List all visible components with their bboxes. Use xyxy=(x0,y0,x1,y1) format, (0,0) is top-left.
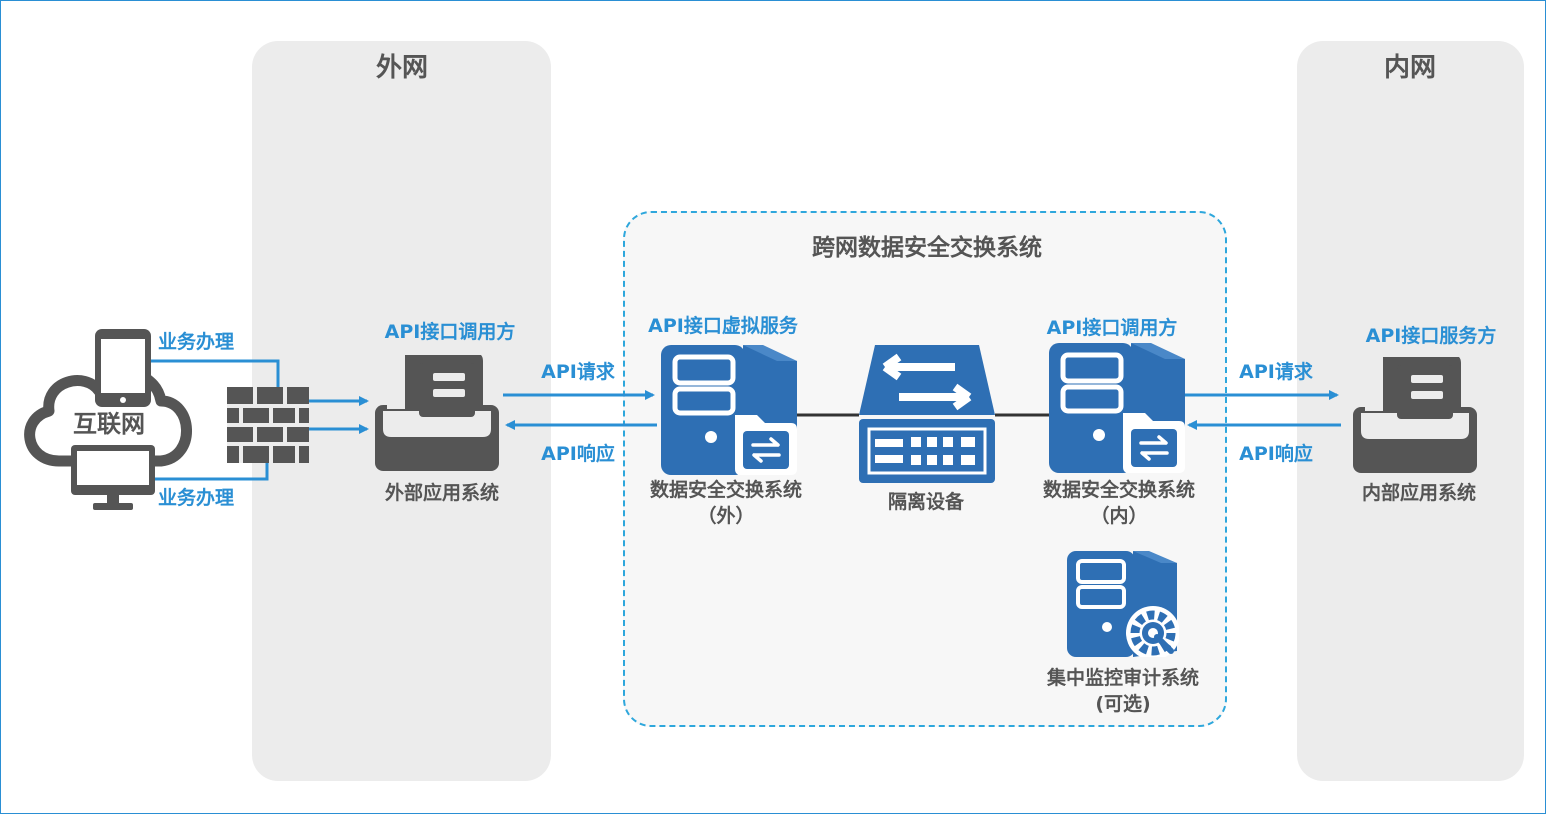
right-request-label: API请求 xyxy=(1239,361,1313,383)
internal-app-role: API接口服务方 xyxy=(1365,325,1497,347)
exchange-inner-role: API接口调用方 xyxy=(1046,317,1178,339)
right-response-label: API响应 xyxy=(1239,443,1313,465)
monitor-server-icon xyxy=(1067,551,1179,657)
exchange-server-inner-icon xyxy=(1049,343,1185,473)
left-response-label: API响应 xyxy=(541,443,615,465)
external-app-role: API接口调用方 xyxy=(384,321,516,343)
monitor-system-name: 集中监控审计系统 xyxy=(1046,667,1200,689)
exchange-inner-location: （内） xyxy=(1090,505,1148,527)
business-label-bottom: 业务办理 xyxy=(158,487,235,509)
outer-network-title: 外网 xyxy=(375,53,429,83)
exchange-system-title: 跨网数据安全交换系统 xyxy=(812,235,1042,261)
inner-network-title: 内网 xyxy=(1383,53,1437,83)
isolation-device-icon xyxy=(859,345,995,483)
external-app-name: 外部应用系统 xyxy=(384,482,500,504)
firewall-icon xyxy=(227,387,309,463)
business-label-top: 业务办理 xyxy=(158,331,235,353)
isolation-device-name: 隔离设备 xyxy=(887,491,965,513)
left-request-label: API请求 xyxy=(541,361,615,383)
business-line-top xyxy=(151,359,369,406)
exchange-outer-name: 数据安全交换系统 xyxy=(649,479,803,501)
exchange-outer-role: API接口虚拟服务 xyxy=(648,315,798,337)
monitor-system-optional: (可选) xyxy=(1095,693,1151,715)
exchange-outer-location: （外） xyxy=(697,505,755,527)
application-tray-icon xyxy=(375,349,499,471)
exchange-server-outer-icon xyxy=(661,345,797,475)
internet-label: 互联网 xyxy=(73,410,145,438)
exchange-inner-name: 数据安全交换系统 xyxy=(1042,479,1196,501)
internal-app-name: 内部应用系统 xyxy=(1361,482,1477,504)
smartphone-icon xyxy=(95,329,151,407)
application-tray-icon-internal xyxy=(1353,351,1477,473)
desktop-monitor-icon xyxy=(71,445,155,510)
